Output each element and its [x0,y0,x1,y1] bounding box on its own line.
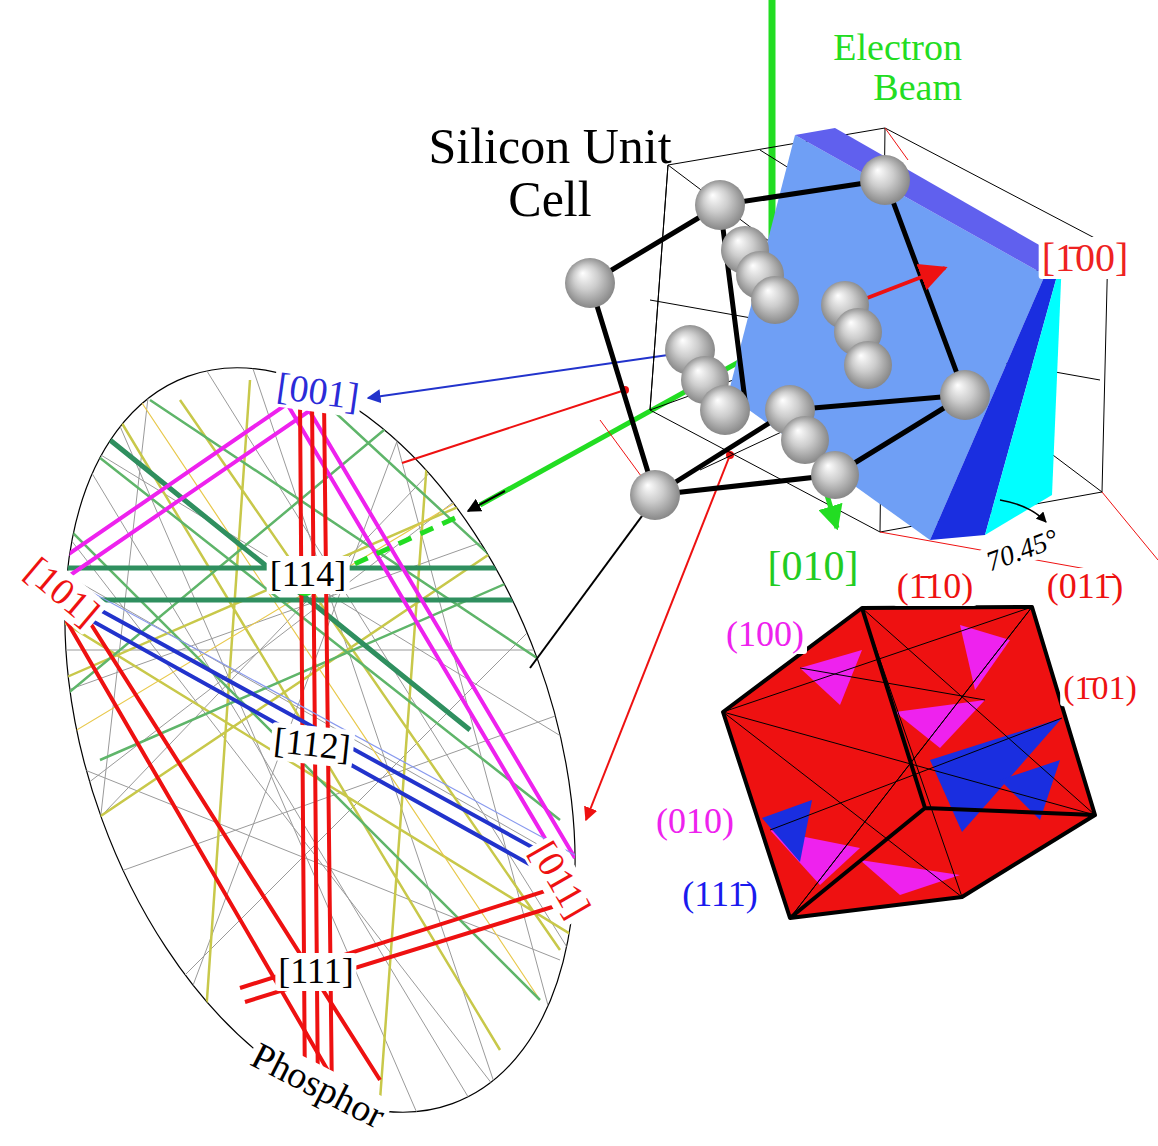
label: (010) [653,803,737,841]
label: Electron Beam [759,28,965,108]
kikuchi-pattern-part-part [60,588,570,884]
projection-lines-part [468,491,505,511]
unit-cell-part [1000,500,1046,522]
label: (100) [723,616,807,654]
plane-cube-part [723,607,1095,918]
kikuchi-pattern-part-part [60,395,575,872]
unit-cell-part [862,268,945,300]
kikuchi-pattern [0,297,670,1146]
kikuchi-pattern-part-part [60,575,575,855]
unit-cell [565,128,1158,575]
kikuchi-pattern-part-part [66,610,580,1100]
projection-lines [315,0,781,820]
unit-cell-part-part [565,258,615,308]
unit-cell-part-part [811,451,859,499]
label: [112] [269,722,355,768]
unit-cell-part-part [860,155,910,205]
unit-cell-part-part [695,180,745,230]
kikuchi-pattern-part [40,360,600,1120]
plane-cube-part [860,860,960,895]
label: Phosphor [242,1034,393,1137]
unit-cell-part-part [844,341,892,389]
label: [011] [521,832,599,927]
label: Silicon Unit Cell [422,120,678,225]
unit-cell-part [600,128,1158,575]
plane-cube-part [723,607,1095,918]
label: [001] [271,366,364,418]
unit-cell-part-part [630,470,680,520]
kikuchi-pattern-part-part [40,360,600,1120]
plane-cube [723,607,1095,918]
label: (111̄) [679,876,760,914]
projection-lines-part [402,390,625,463]
unit-cell-part [565,155,990,520]
plane-cube-part [723,607,1095,918]
unit-cell-part [985,258,1062,535]
plane-cube-part [895,700,985,748]
unit-cell-part-part [940,370,990,420]
label: (011̄) [1044,568,1127,606]
label: [111] [275,953,356,991]
label: [1̄00] [1039,237,1132,279]
unit-cell-part-part [751,276,799,324]
plane-cube-part [960,625,1010,690]
label: [010] [765,544,862,588]
projection-lines-part [586,455,730,820]
label: (1̄10) [894,568,977,606]
label: [114] [267,556,350,594]
unit-cell-part [930,258,1062,540]
kikuchi-pattern-part [0,297,670,1146]
unit-cell-part [795,128,1062,275]
unit-cell-part [590,180,965,495]
label: (1̄01) [1060,670,1140,706]
label: [101] [15,548,108,635]
unit-cell-part-part [700,385,750,435]
